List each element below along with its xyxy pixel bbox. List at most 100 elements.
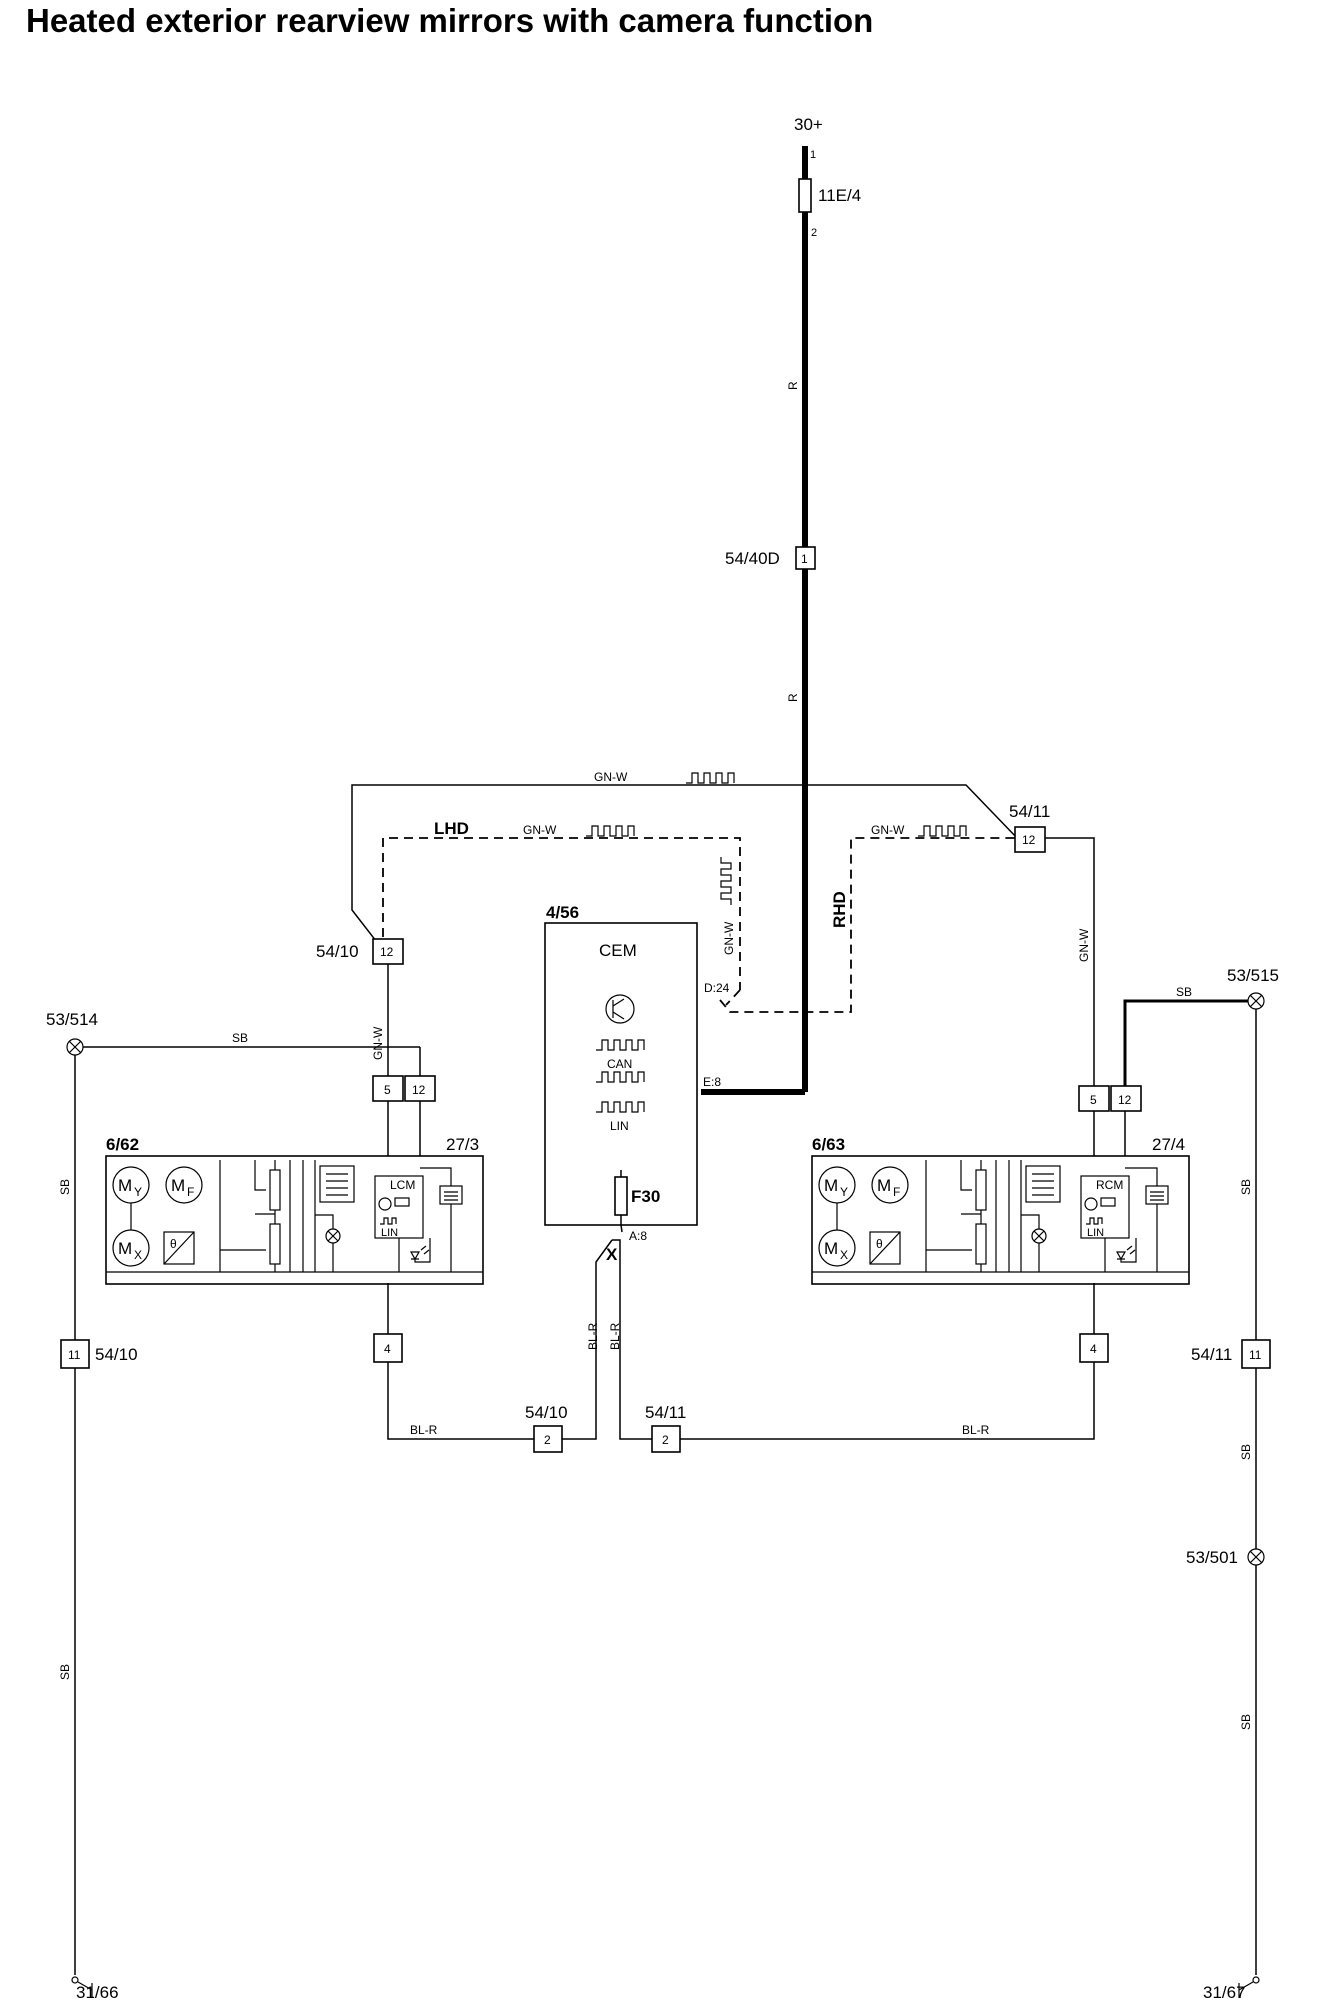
wire-blr-cem-right [612, 1239, 652, 1440]
wire-blr-right [680, 1362, 1095, 1440]
cem-transistor-icon [605, 994, 635, 1024]
left-mirror-module-id: 27/3 [446, 1135, 479, 1154]
connector-54-11-bottom [651, 1425, 681, 1453]
gnw-signal-icon-lhd [586, 825, 635, 837]
right-mirror-id: 6/63 [812, 1135, 845, 1154]
wire-gnw-rhd-dashed [719, 837, 1015, 1013]
connector-54-10-left-label: 54/10 [95, 1345, 138, 1364]
connector-right-pin5-label: 5 [1090, 1093, 1097, 1107]
svg-text:M: M [118, 1239, 132, 1258]
connector-54-40d-label: 54/40D [725, 549, 780, 568]
connector-54-11-bottom-label: 54/11 [645, 1403, 686, 1422]
connector-right-pin4 [1079, 1333, 1109, 1363]
cem-can-label: CAN [607, 1057, 632, 1071]
right-mirror-module-id: 27/4 [1152, 1135, 1185, 1154]
svg-text:θ: θ [876, 1237, 883, 1251]
gnw-signal-icon-rhd [918, 825, 967, 837]
connector-right-pin12 [1110, 1085, 1142, 1112]
connector-right-pin12-label: 12 [1118, 1093, 1132, 1107]
lin-signal-icon [596, 1101, 645, 1113]
cem-pin-e8: E:8 [703, 1075, 721, 1089]
connector-54-10-left-pin: 11 [68, 1348, 81, 1362]
page-title: Heated exterior rearview mirrors with ca… [26, 2, 874, 39]
wire-blr-cem-left [562, 1239, 613, 1440]
wire-blr-label-right: BL-R [962, 1423, 990, 1437]
right-rcm-transistor-icon [1084, 1197, 1098, 1211]
ground-31-67-label: 31/67 [1203, 1983, 1246, 2000]
ground-31-67-icon [1238, 1976, 1260, 1998]
wire-sb-label-right-top: SB [1176, 985, 1192, 999]
wire-sb-label-left-1: SB [58, 1179, 72, 1195]
connector-54-10-bottom [533, 1425, 563, 1453]
svg-text:θ: θ [170, 1237, 177, 1251]
left-motor-x-icon: M X [112, 1229, 150, 1267]
svg-text:M: M [171, 1176, 185, 1195]
left-lcm-transistor-icon [378, 1197, 392, 1211]
gnw-signal-icon-vertical [720, 857, 732, 905]
connector-left-pin12-label: 12 [412, 1083, 426, 1097]
right-rcm-label: RCM [1096, 1178, 1123, 1192]
wire-gnw-label-top: GN-W [594, 770, 628, 784]
svg-text:X: X [840, 1248, 848, 1262]
connector-54-10-top-label: 54/10 [316, 942, 359, 961]
fuse-11e4 [798, 178, 812, 213]
wire-r-label-1: R [786, 381, 800, 390]
supply-pin-top: 1 [810, 149, 816, 161]
left-motor-y-icon: M Y [112, 1166, 150, 1204]
left-thermistor-icon: θ [163, 1231, 195, 1265]
svg-text:Y: Y [134, 1185, 142, 1199]
wire-gnw-label-left: GN-W [371, 1026, 385, 1060]
svg-text:F: F [893, 1185, 900, 1199]
right-motor-y-icon: M Y [818, 1166, 856, 1204]
right-mirror-assembly [811, 1155, 1190, 1285]
fuse-11e4-label: 11E/4 [818, 186, 861, 205]
cem-id: 4/56 [546, 903, 579, 922]
wire-sb-label-right-3: SB [1239, 1714, 1253, 1730]
connector-54-10-bottom-pin: 2 [544, 1433, 551, 1447]
splice-53-501 [1247, 1548, 1265, 1566]
can-signal-icon [596, 1039, 645, 1051]
right-thermistor-icon: θ [869, 1231, 901, 1265]
ground-31-66-icon [71, 1976, 93, 1998]
connector-left-pin5-label: 5 [384, 1083, 391, 1097]
connector-54-11-right-label: 54/11 [1191, 1345, 1232, 1364]
connector-right-pin4-label: 4 [1090, 1342, 1097, 1356]
splice-53-514-label: 53/514 [46, 1010, 98, 1029]
wire-sb-label-left-top: SB [232, 1031, 248, 1045]
left-motor-f-icon: M F [165, 1166, 203, 1204]
svg-text:M: M [877, 1176, 891, 1195]
splice-x-marker: X [606, 1245, 618, 1264]
lhd-marker: LHD [434, 819, 469, 838]
wire-gnw-solid-loop [351, 784, 1020, 951]
wire-blr-left [387, 1362, 534, 1440]
wire-blr-label-vert-1: BL-R [586, 1322, 600, 1350]
left-lcm-lin: LIN [381, 1227, 398, 1239]
wire-sb-label-right-1: SB [1239, 1179, 1253, 1195]
left-heater-icon [319, 1165, 355, 1203]
wire-sb-label-left-2: SB [58, 1664, 72, 1680]
connector-54-40d-pin: 1 [801, 552, 808, 566]
cem-fuse-label: F30 [631, 1187, 660, 1206]
connector-54-10-top [372, 938, 404, 965]
cem-pin-a8: A:8 [629, 1229, 647, 1243]
supply-label: 30+ [794, 115, 823, 134]
cem-name: CEM [599, 941, 637, 960]
wire-sb-label-right-2: SB [1239, 1444, 1253, 1460]
connector-54-11-top [1014, 826, 1046, 853]
ground-31-66-label: 31/66 [76, 1983, 119, 2000]
supply-pin-bottom: 2 [811, 227, 817, 239]
splice-53-501-label: 53/501 [1186, 1548, 1238, 1567]
connector-54-11-top-label: 54/11 [1009, 802, 1050, 821]
left-mirror-id: 6/62 [106, 1135, 139, 1154]
svg-text:M: M [824, 1176, 838, 1195]
svg-text:X: X [134, 1248, 142, 1262]
right-rcm-lin: LIN [1087, 1227, 1104, 1239]
svg-text:F: F [187, 1185, 194, 1199]
splice-53-515 [1247, 992, 1265, 1010]
left-lcm-label: LCM [390, 1178, 415, 1192]
wire-gnw-lhd-dashed [382, 837, 741, 990]
connector-54-10-left [60, 1339, 90, 1369]
cem-lin-label: LIN [610, 1119, 629, 1133]
wire-blr-label-left: BL-R [410, 1423, 438, 1437]
